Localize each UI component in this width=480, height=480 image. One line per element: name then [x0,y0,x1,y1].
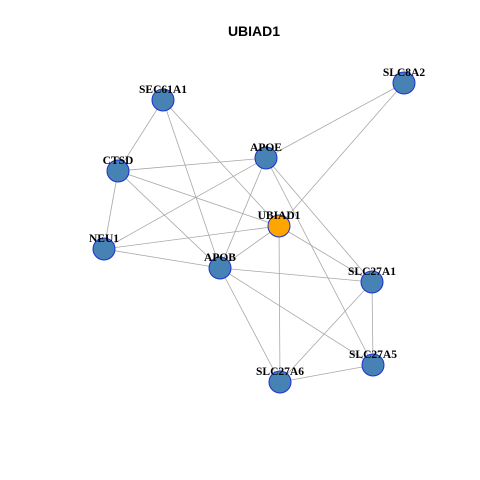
node-apob[interactable] [208,256,232,280]
edge-sec61a1-ubiad1 [162,99,280,227]
edge-apoe-slc27a1 [265,157,373,283]
edge-ctsd-apob [117,170,221,269]
node-slc27a1[interactable] [360,270,384,294]
node-apoe[interactable] [254,146,278,170]
edge-slc27a5-slc27a6 [279,364,374,383]
node-label-slc27a5: SLC27A5 [349,349,397,361]
node-ubiad1[interactable] [267,214,291,238]
node-ctsd[interactable] [106,159,130,183]
node-label-ctsd: CTSD [103,155,134,167]
edge-sec61a1-ctsd [117,99,164,172]
edge-ubiad1-slc27a1 [278,225,373,283]
edge-apob-slc27a1 [219,267,373,283]
node-neu1[interactable] [92,237,116,261]
node-label-slc27a6: SLC27A6 [256,366,304,378]
edge-neu1-apob [103,248,221,269]
edge-slc27a1-slc27a5 [371,281,374,366]
edge-ubiad1-apob [219,225,280,269]
node-label-sec61a1: SEC61A1 [139,84,187,96]
node-slc27a6[interactable] [268,370,292,394]
graph-title: UBIAD1 [228,23,280,39]
node-slc8a2[interactable] [392,71,416,95]
edge-apoe-slc27a5 [265,157,374,366]
node-label-apoe: APOE [250,142,282,154]
edge-apob-slc27a6 [219,267,281,383]
node-label-slc8a2: SLC8A2 [383,67,425,79]
edge-apoe-apob [219,157,267,269]
edge-layer [103,82,405,383]
edge-apoe-neu1 [103,157,267,250]
edge-slc27a1-slc27a6 [279,281,373,383]
node-slc27a5[interactable] [361,353,385,377]
node-layer [92,71,416,394]
edge-ctsd-ubiad1 [117,170,280,227]
edge-ctsd-neu1 [103,170,119,250]
edge-ubiad1-slc27a6 [278,225,281,383]
edge-ctsd-apoe [117,157,267,172]
node-label-neu1: NEU1 [89,233,119,245]
node-label-apob: APOB [204,252,236,264]
edge-apob-slc27a5 [219,267,374,366]
node-label-slc27a1: SLC27A1 [348,266,396,278]
edge-sec61a1-apob [162,99,221,269]
edge-ubiad1-neu1 [103,225,280,250]
edge-slc8a2-ubiad1 [278,82,405,227]
node-label-ubiad1: UBIAD1 [258,210,301,222]
edge-slc8a2-apoe [265,82,405,159]
node-sec61a1[interactable] [151,88,175,112]
